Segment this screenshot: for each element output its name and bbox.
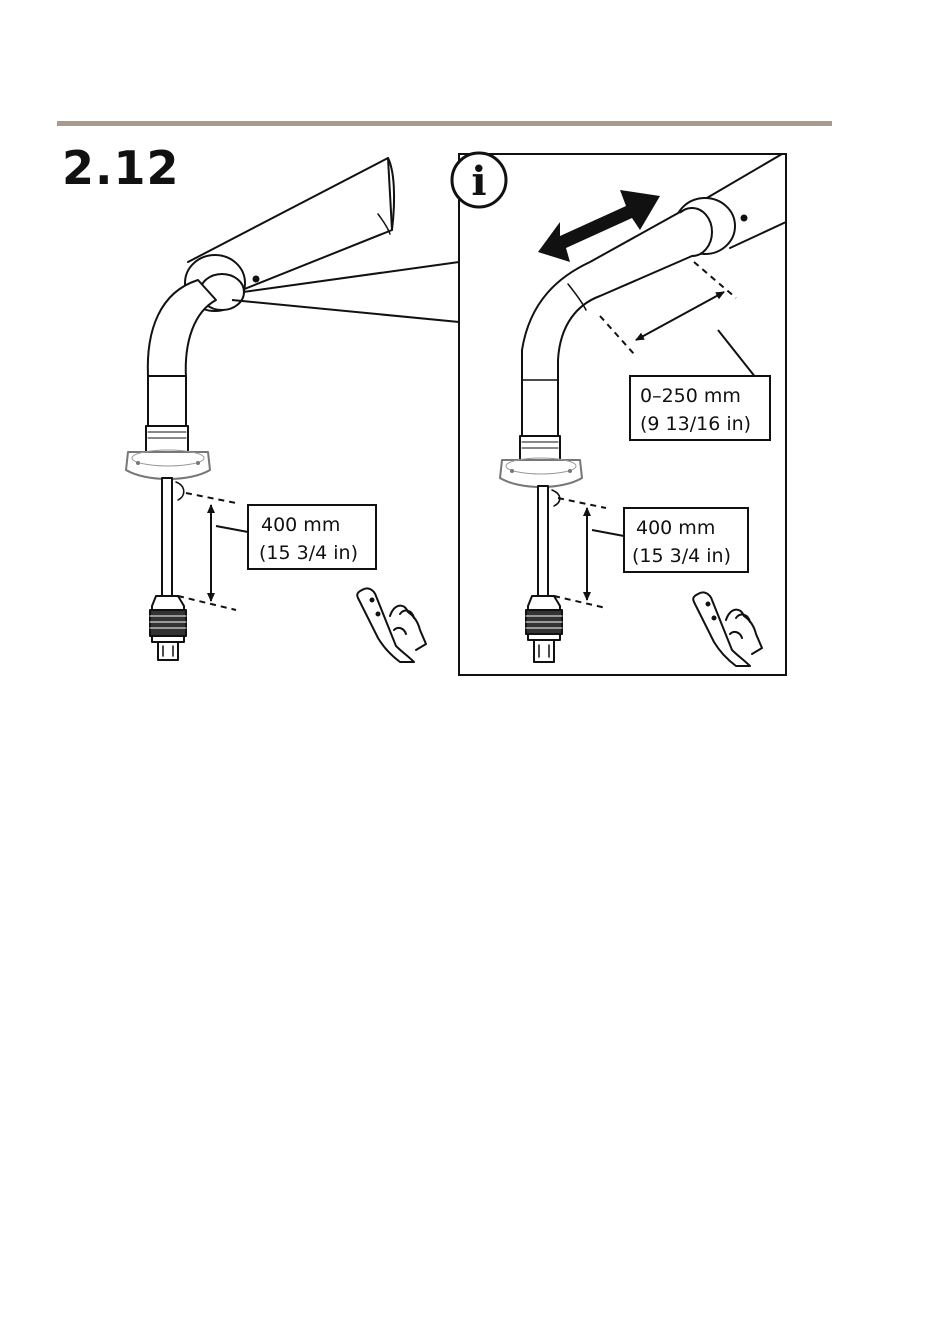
right-callout-line1: 400 mm: [636, 517, 715, 539]
info-icon-letter: i: [471, 158, 486, 205]
left-callout-line1: 400 mm: [261, 514, 340, 536]
left-vertical-pipe: [148, 376, 186, 426]
left-cable: [162, 478, 172, 596]
left-cable-callout: 400 mm (15 3/4 in): [248, 505, 376, 569]
header-rule: [57, 121, 832, 126]
hand-pointing-icon: [357, 588, 426, 662]
left-elbow: [148, 280, 216, 378]
right-arm-callout: 0–250 mm (9 13/16 in): [630, 376, 770, 440]
left-cable-dimension: [178, 493, 248, 610]
left-mount-illustration: [126, 158, 394, 660]
info-icon: i: [452, 153, 506, 207]
right-cable: [538, 486, 548, 596]
right-callout-line2: (15 3/4 in): [632, 545, 731, 567]
left-callout-line2: (15 3/4 in): [259, 542, 358, 564]
right-arm-callout-line2: (9 13/16 in): [640, 413, 751, 435]
right-arm-callout-line1: 0–250 mm: [640, 385, 741, 407]
right-cable-callout: 400 mm (15 3/4 in): [624, 508, 748, 572]
